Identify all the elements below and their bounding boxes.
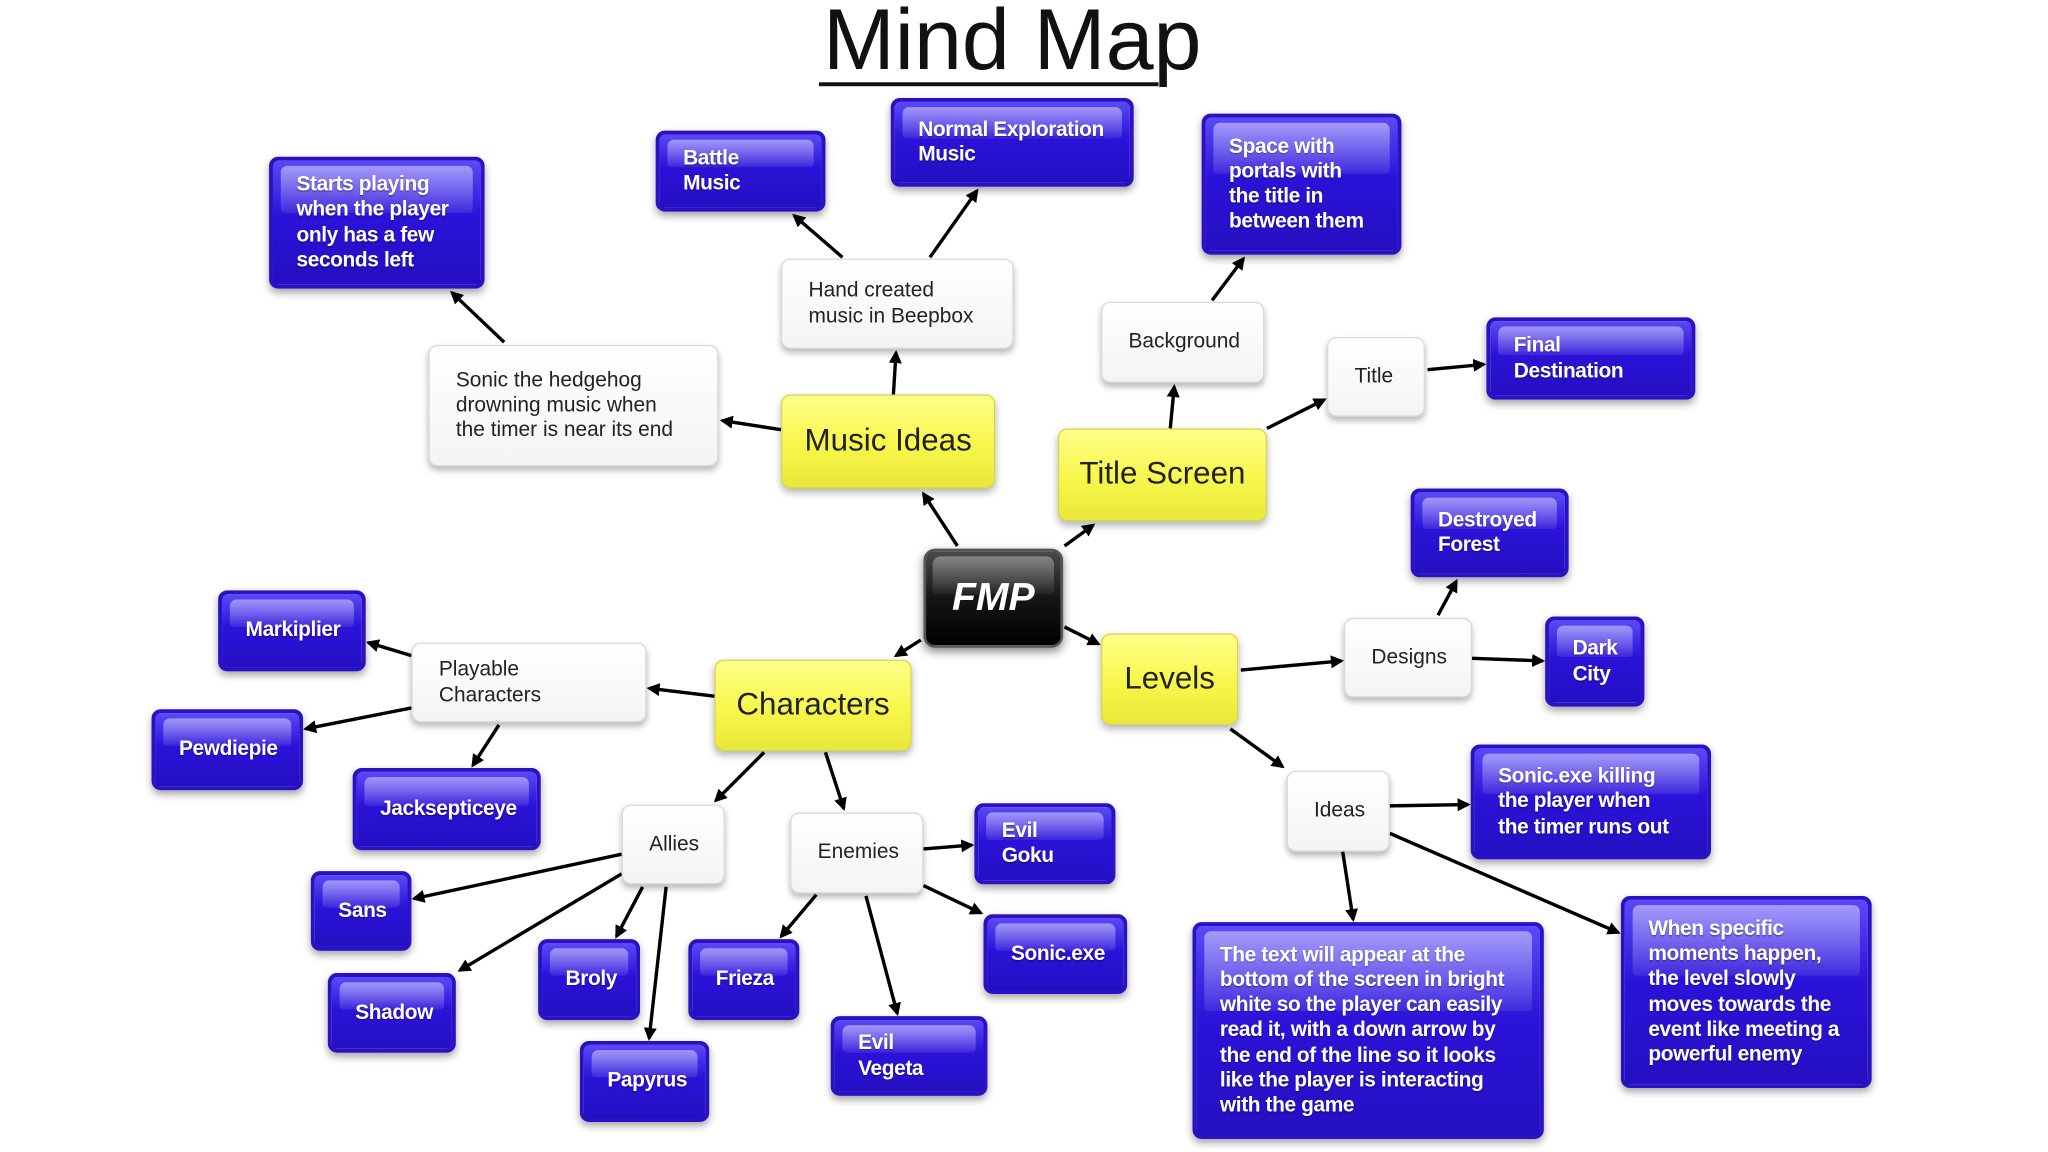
node-jacksepticeye: Jacksepticeye: [352, 767, 541, 851]
node-designs: Designs: [1343, 617, 1472, 698]
node-background: Background: [1101, 301, 1265, 383]
node-normal-exploration-label: Normal Exploration Music: [918, 118, 1104, 166]
node-battle-music: Battle Music: [655, 130, 826, 212]
node-specific-moments-label: When specific moments happen, the level …: [1648, 918, 1840, 1066]
node-text-bottom-label: The text will appear at the bottom of th…: [1219, 944, 1505, 1117]
node-shadow: Shadow: [327, 973, 456, 1053]
arrow-fmp-music: [922, 491, 959, 547]
arrow-fmp-title-screen: [1063, 523, 1096, 548]
node-pewdiepie: Pewdiepie: [151, 709, 304, 791]
category-title-screen: Title Screen: [1057, 428, 1267, 522]
arrow-allies-sans: [411, 852, 623, 903]
node-ideas: Ideas: [1286, 770, 1390, 852]
node-papyrus: Papyrus: [579, 1040, 710, 1122]
node-sonic-drowning-music: Sonic the hedgehog drowning music when t…: [428, 344, 719, 467]
arrow-enemies-sonic-exe: [922, 884, 984, 915]
node-dark-city-label: Dark City: [1572, 637, 1618, 686]
node-pewdiepie-label: Pewdiepie: [178, 738, 278, 761]
arrow-playable-jacksepticeye: [471, 723, 501, 768]
node-destroyed-forest-label: Destroyed Forest: [1438, 509, 1537, 557]
node-starts-playing-label: Starts playing when the player only has …: [296, 173, 449, 272]
arrow-allies-broly: [614, 886, 645, 939]
category-music-ideas: Music Ideas: [781, 394, 996, 489]
arrow-title-screen-background: [1166, 384, 1180, 429]
node-destroyed-forest: Destroyed Forest: [1410, 488, 1569, 578]
node-shadow-label: Shadow: [355, 1001, 434, 1024]
arrow-allies-shadow: [457, 872, 623, 972]
node-evil-goku-label: Evil Goku: [1001, 819, 1054, 868]
node-papyrus-label: Papyrus: [607, 1070, 688, 1093]
node-allies: Allies: [621, 804, 725, 885]
arrow-characters-enemies: [823, 751, 847, 811]
arrow-sonic-drowning-starts: [450, 290, 506, 344]
center-label: FMP: [951, 575, 1035, 620]
node-sonic-exe-killing: Sonic.exe killing the player when the ti…: [1470, 744, 1712, 860]
arrow-designs-destroyed-forest: [1436, 578, 1458, 616]
node-enemies: Enemies: [790, 812, 924, 894]
node-sonic-exe-killing-label: Sonic.exe killing the player when the ti…: [1498, 765, 1669, 838]
node-space-portals-label: Space with portals with the title in bet…: [1229, 135, 1364, 233]
node-markiplier: Markiplier: [218, 590, 366, 672]
node-broly-label: Broly: [565, 968, 618, 991]
arrow-ideas-specific-moments: [1389, 831, 1621, 935]
arrow-fmp-characters: [893, 638, 922, 658]
center-node-fmp: FMP: [923, 548, 1064, 648]
node-frieza: Frieza: [688, 939, 800, 1021]
arrow-levels-designs: [1240, 655, 1344, 672]
arrow-enemies-evil-goku: [923, 839, 975, 853]
node-normal-exploration-music: Normal Exploration Music: [890, 97, 1134, 187]
arrow-hand-created-normal: [928, 188, 979, 259]
arrow-characters-allies: [713, 751, 766, 803]
arrow-music-hand-created: [888, 350, 902, 395]
arrow-levels-ideas: [1229, 727, 1285, 769]
arrow-background-space: [1210, 256, 1245, 302]
node-sonic-exe-label: Sonic.exe: [1010, 942, 1105, 966]
node-text-bottom: The text will appear at the bottom of th…: [1192, 922, 1544, 1139]
node-sans: Sans: [310, 871, 412, 951]
node-evil-vegeta-label: Evil Vegeta: [858, 1032, 924, 1080]
node-title: Title: [1327, 336, 1425, 417]
node-hand-created-music: Hand created music in Beepbox: [781, 258, 1014, 349]
arrow-designs-dark-city: [1471, 653, 1546, 668]
node-sonic-exe: Sonic.exe: [983, 914, 1128, 994]
node-broly: Broly: [538, 939, 640, 1021]
arrow-music-sonic-drowning: [719, 415, 782, 432]
node-markiplier-label: Markiplier: [245, 619, 341, 642]
arrow-hand-created-battle: [792, 213, 844, 259]
node-playable-characters: Playable Characters: [411, 642, 647, 723]
arrow-title-screen-title: [1266, 398, 1327, 430]
arrow-characters-playable: [646, 683, 715, 698]
node-space-portals: Space with portals with the title in bet…: [1201, 113, 1402, 255]
arrow-playable-pewdiepie: [303, 706, 412, 734]
node-dark-city: Dark City: [1545, 616, 1645, 707]
arrow-ideas-sonic-exe-killing: [1389, 798, 1471, 812]
node-final-destination: Final Destination: [1486, 317, 1696, 400]
node-evil-goku: Evil Goku: [974, 803, 1116, 885]
node-specific-moments: When specific moments happen, the level …: [1620, 895, 1872, 1088]
arrow-ideas-text-bottom: [1341, 851, 1359, 923]
arrow-playable-markiplier: [365, 639, 412, 658]
node-starts-playing: Starts playing when the player only has …: [269, 156, 485, 289]
node-jacksepticeye-label: Jacksepticeye: [380, 797, 517, 821]
arrow-enemies-evil-vegeta: [864, 895, 901, 1017]
node-frieza-label: Frieza: [715, 968, 774, 991]
node-final-destination-label: Final Destination: [1513, 334, 1624, 383]
page-title: Mind Map: [822, 0, 1202, 88]
category-levels: Levels: [1101, 633, 1239, 725]
arrow-allies-papyrus: [643, 886, 668, 1041]
node-sans-label: Sans: [338, 899, 387, 922]
title-underline: [818, 82, 1159, 87]
node-evil-vegeta: Evil Vegeta: [830, 1016, 988, 1096]
arrow-enemies-frieza: [779, 893, 818, 939]
arrow-fmp-levels: [1063, 625, 1101, 646]
arrow-title-final-destination: [1427, 358, 1487, 372]
category-characters: Characters: [714, 659, 912, 752]
node-battle-music-label: Battle Music: [683, 147, 741, 195]
